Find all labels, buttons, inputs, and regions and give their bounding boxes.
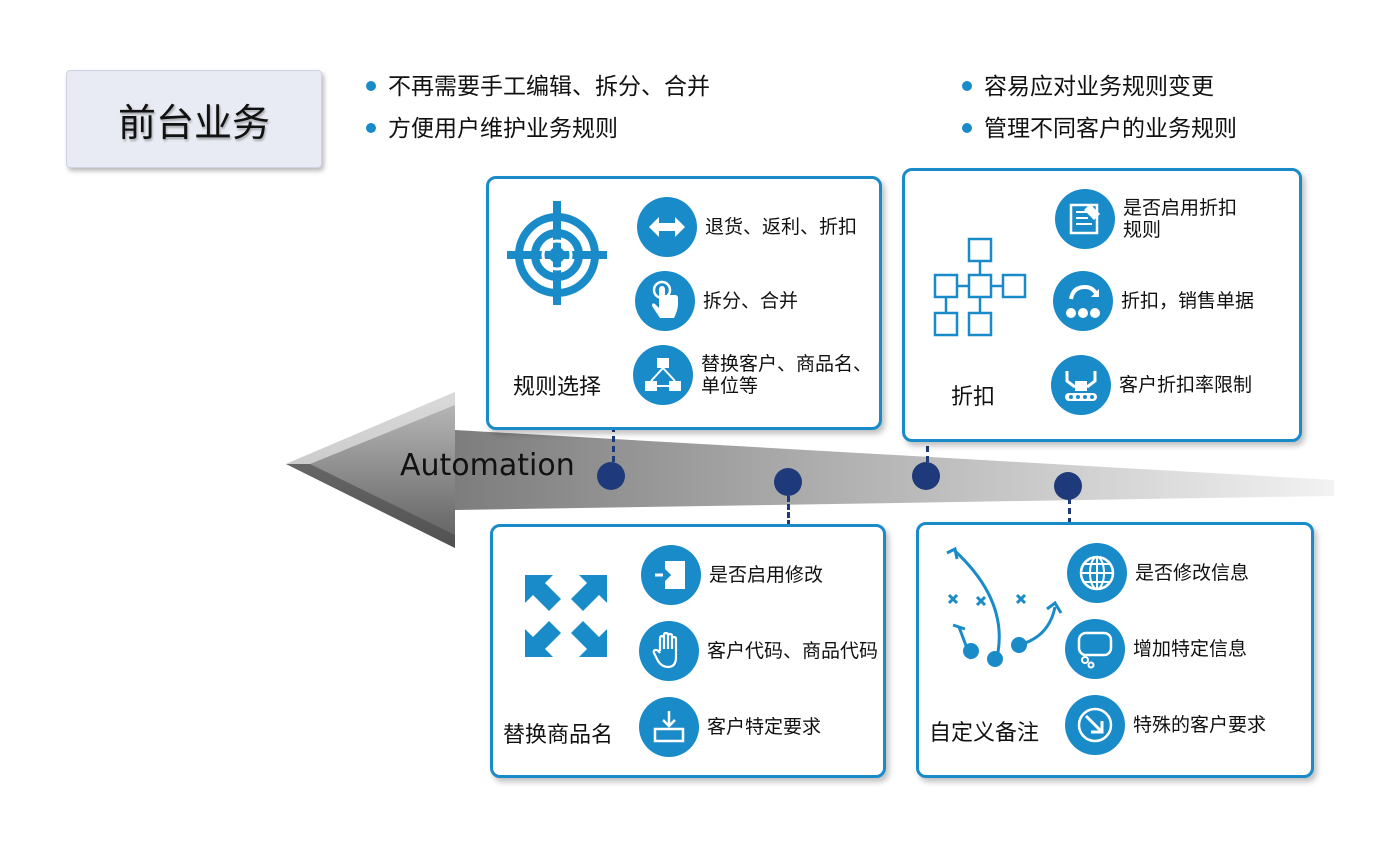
card-custom-note: 自定义备注 是否修改信息 增加特定信息 特殊的客户要求 (916, 522, 1314, 778)
item-text: 是否启用修改 (709, 564, 824, 586)
document-icon (1055, 189, 1115, 249)
hierarchy-icon (633, 345, 693, 405)
item-text: 替换客户、商品名、单位等 (701, 353, 873, 397)
arrow-circle-icon (1065, 695, 1125, 755)
bullets-right: 容易应对业务规则变更 管理不同客户的业务规则 (962, 66, 1237, 150)
list-item: 客户代码、商品代码 (639, 621, 883, 681)
login-icon (641, 545, 701, 605)
item-text: 折扣，销售单据 (1121, 290, 1255, 312)
hand-icon (639, 621, 699, 681)
item-text: 拆分、合并 (703, 290, 799, 312)
card-label: 规则选择 (513, 375, 602, 400)
list-item: 增加特定信息 (1065, 619, 1247, 679)
target-icon (507, 201, 607, 305)
list-item: 是否启用修改 (641, 545, 823, 605)
item-text: 是否修改信息 (1135, 562, 1250, 584)
list-item: 折扣，销售单据 (1053, 271, 1261, 331)
list-item: 是否修改信息 (1067, 543, 1249, 603)
play-diagram-icon (946, 546, 1063, 667)
list-item: 特殊的客户要求 (1065, 695, 1266, 755)
list-item: 是否启用折扣规则 (1055, 189, 1243, 249)
item-text: 客户特定要求 (707, 716, 822, 738)
bullets-left: 不再需要手工编辑、拆分、合并 方便用户维护业务规则 (366, 66, 710, 150)
card-label: 折扣 (951, 385, 996, 410)
card-label: 替换商品名 (503, 723, 614, 748)
card-rule-select: 规则选择 退货、返利、折扣 拆分、合并 替换客户、商品名、单位等 (486, 176, 882, 430)
connector-line (612, 426, 615, 462)
download-tray-icon (639, 697, 699, 757)
item-text: 特殊的客户要求 (1133, 714, 1267, 736)
timeline-dot (912, 462, 940, 490)
card-discount: 折扣 是否启用折扣规则 折扣，销售单据 客户折扣率限制 (902, 168, 1302, 442)
rotate-icon (1053, 271, 1113, 331)
tap-hand-icon (635, 271, 695, 331)
item-text: 是否启用折扣规则 (1123, 197, 1238, 241)
connector-line (1068, 498, 1071, 524)
bullet-item: 方便用户维护业务规则 (366, 108, 710, 150)
timeline-dot (1054, 472, 1082, 500)
list-item: 替换客户、商品名、单位等 (633, 345, 881, 405)
double-arrow-icon (637, 197, 697, 257)
card-label: 自定义备注 (929, 721, 1040, 746)
bullet-item: 不再需要手工编辑、拆分、合并 (366, 66, 710, 108)
expand-arrows-icon (525, 575, 607, 657)
arrow-label: Automation (400, 448, 575, 483)
item-text: 客户代码、商品代码 (707, 640, 879, 662)
globe-icon (1067, 543, 1127, 603)
item-text: 增加特定信息 (1133, 638, 1248, 660)
timeline-dot (774, 468, 802, 496)
list-item: 客户特定要求 (639, 697, 821, 757)
list-item: 退货、返利、折扣 (637, 197, 857, 257)
robot-arm-icon (1051, 355, 1111, 415)
connector-line (787, 496, 790, 526)
timeline-dot (597, 462, 625, 490)
page-title-box: 前台业务 (66, 70, 322, 168)
bullet-item: 容易应对业务规则变更 (962, 66, 1237, 108)
chat-bubble-icon (1065, 619, 1125, 679)
list-item: 客户折扣率限制 (1051, 355, 1259, 415)
bullet-item: 管理不同客户的业务规则 (962, 108, 1237, 150)
flowchart-icon (933, 237, 1027, 337)
item-text: 客户折扣率限制 (1119, 374, 1253, 396)
item-text: 退货、返利、折扣 (705, 216, 858, 238)
connector-line (926, 436, 929, 462)
page-title: 前台业务 (117, 100, 270, 145)
card-replace-name: 替换商品名 是否启用修改 客户代码、商品代码 客户特定要求 (490, 524, 886, 778)
list-item: 拆分、合并 (635, 271, 798, 331)
